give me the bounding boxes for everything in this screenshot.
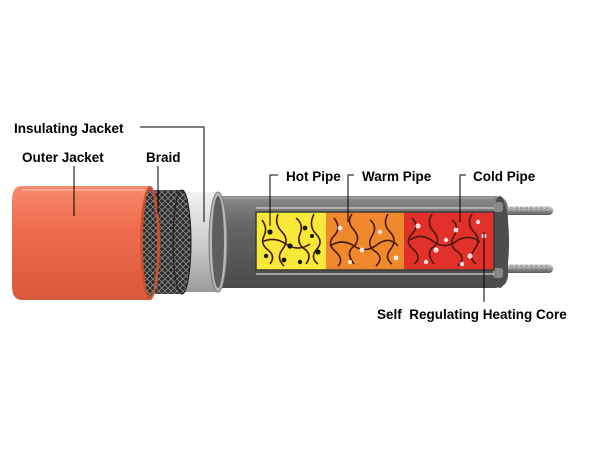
leader-hot-pipe	[269, 174, 278, 226]
leader-lines	[73, 126, 485, 302]
label-warm-pipe: Warm Pipe	[362, 169, 432, 184]
label-outer-jacket: Outer Jacket	[22, 150, 104, 165]
bus-wires	[495, 206, 553, 273]
bus-wire-top	[495, 206, 553, 215]
label-heating-core: Self Regulating Heating Core	[377, 307, 567, 322]
leader-insulating-jacket	[140, 126, 205, 222]
heating-core	[210, 196, 509, 288]
label-hot-pipe: Hot Pipe	[286, 169, 341, 184]
conductive-chains	[261, 213, 481, 267]
label-braid: Braid	[146, 150, 181, 165]
insulating-jacket	[178, 191, 228, 293]
leader-warm-pipe	[347, 174, 354, 222]
bus-wire-bottom	[495, 264, 553, 273]
label-insulating-jacket: Insulating Jacket	[14, 121, 124, 136]
core-end-face	[491, 196, 509, 288]
label-cold-pipe: Cold Pipe	[473, 169, 536, 184]
outer-jacket	[12, 186, 160, 300]
conductive-particles	[263, 219, 487, 267]
leader-cold-pipe	[459, 174, 466, 222]
